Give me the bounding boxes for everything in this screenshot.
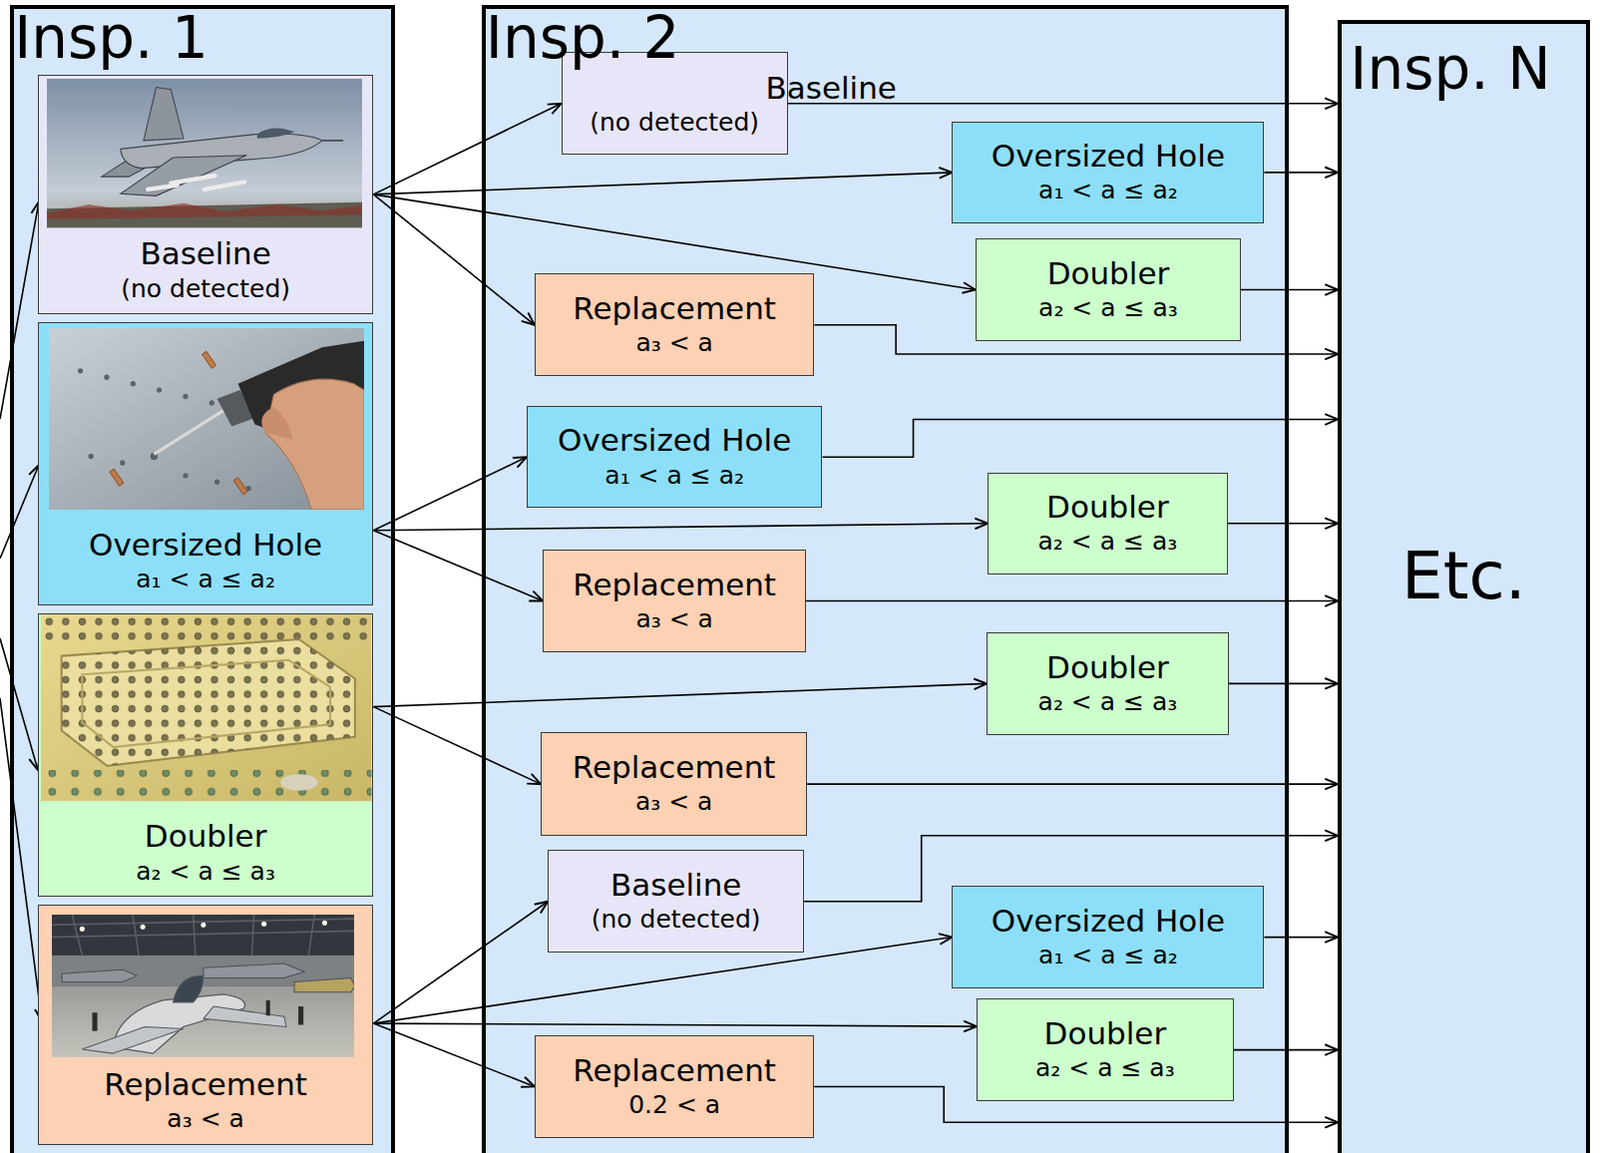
drilling-photo: [48, 328, 365, 510]
column-heading: Insp. N: [1349, 39, 1551, 98]
option-condition: a₂ < a ≤ a₃: [135, 855, 276, 889]
repair-option-box: Baseline(no detected): [561, 51, 789, 155]
repair-option-box: Doublera₂ < a ≤ a₃: [37, 613, 375, 897]
inspection-column: Baseline(no detected) Oversized Holea₁ <…: [9, 4, 396, 1153]
option-title: Doubler: [1046, 488, 1170, 526]
arrow-connector: [1263, 936, 1338, 939]
arrow-connector: [373, 707, 541, 786]
incoming-arrow: [0, 698, 42, 1022]
repair-option-box: Replacementa₃ < a: [534, 273, 814, 377]
option-condition: 0.2 < a: [628, 1089, 721, 1123]
option-condition: (no detected): [591, 903, 762, 937]
option-title: Replacement: [572, 1052, 777, 1090]
arrow-connector: [1228, 683, 1338, 686]
arrow-connector: [373, 1023, 977, 1027]
doubler-repair-photo: [40, 614, 372, 801]
arrow-connector: [821, 418, 1338, 457]
option-title: Doubler: [1047, 255, 1171, 293]
arrow-connector: [373, 530, 543, 602]
incoming-arrow: [0, 201, 39, 419]
inspection-column: Insp. N Etc.: [1337, 19, 1591, 1153]
column-fill: [481, 4, 1289, 1153]
option-title: Baseline: [766, 69, 897, 107]
arrow-connector: [373, 194, 535, 326]
column-heading: Insp. 2: [485, 8, 681, 67]
repair-option-box: Doublera₂ < a ≤ a₃: [986, 632, 1228, 735]
hangar-photo: [51, 914, 356, 1058]
option-condition: a₁ < a ≤ a₂: [604, 459, 745, 493]
repair-option-box: Replacementa₃ < a: [37, 904, 375, 1145]
option-title: Replacement: [103, 1066, 308, 1104]
repair-option-box: Oversized Holea₁ < a ≤ a₂: [526, 405, 823, 508]
option-condition: a₂ < a ≤ a₃: [1035, 1052, 1176, 1086]
option-condition: a₁ < a ≤ a₂: [1038, 939, 1179, 973]
repair-option-box: Oversized Holea₁ < a ≤ a₂: [951, 121, 1264, 224]
option-condition: (no detected): [120, 273, 291, 307]
arrow-connector: [373, 456, 526, 531]
column-fill: [1337, 19, 1591, 1153]
repair-option-box: Oversized Holea₁ < a ≤ a₂: [951, 885, 1264, 989]
arrow-connector: [373, 103, 561, 195]
column-heading: Insp. 1: [13, 8, 209, 67]
option-title: Baseline: [139, 235, 271, 273]
arrow-connector: [1240, 289, 1338, 292]
option-condition: (no detected): [589, 106, 760, 140]
fighter-jet-photo: [46, 78, 363, 228]
repair-option-box: Replacementa₃ < a: [540, 732, 807, 835]
repair-option-box: Replacement0.2 < a: [534, 1035, 814, 1138]
incoming-arrow: [0, 464, 39, 559]
option-title: Oversized Hole: [88, 526, 323, 564]
repair-option-box: Baseline(no detected): [37, 74, 375, 315]
option-condition: a₃ < a: [166, 1103, 245, 1137]
arrow-connector: [373, 523, 988, 531]
arrow-connector: [805, 600, 1338, 603]
repair-option-box: Baseline(no detected): [547, 849, 804, 953]
option-title: Oversized Hole: [991, 902, 1225, 940]
option-title: Doubler: [1046, 649, 1170, 687]
repair-option-box: Oversized Holea₁ < a ≤ a₂: [37, 322, 375, 605]
arrow-connector: [806, 783, 1338, 786]
option-title: Replacement: [572, 290, 777, 328]
option-condition: a₃ < a: [635, 327, 714, 361]
arrow-connector: [373, 172, 952, 195]
option-condition: a₁ < a ≤ a₂: [135, 563, 276, 597]
option-title: Baseline: [610, 866, 742, 904]
continuation-text: Etc.: [1401, 543, 1527, 610]
option-title: Doubler: [1044, 1015, 1168, 1053]
incoming-arrow: [0, 638, 38, 771]
option-title: Replacement: [572, 749, 777, 787]
option-condition: a₂ < a ≤ a₃: [1038, 292, 1179, 326]
arrow-connector: [373, 683, 987, 707]
option-condition: a₁ < a ≤ a₂: [1038, 174, 1179, 208]
inspection-column: Baseline(no detected)Oversized Holea₁ < …: [481, 4, 1289, 1153]
arrow-connector: [1227, 522, 1339, 525]
repair-option-box: Doublera₂ < a ≤ a₃: [975, 238, 1241, 341]
repair-option-box: Replacementa₃ < a: [542, 549, 806, 652]
option-condition: a₃ < a: [635, 603, 714, 637]
arrow-connector: [1263, 171, 1338, 174]
arrow-connector: [373, 901, 548, 1024]
repair-option-box: Doublera₂ < a ≤ a₃: [987, 472, 1227, 575]
column-fill: [9, 4, 396, 1153]
option-condition: a₂ < a ≤ a₃: [1038, 686, 1179, 720]
option-title: Oversized Hole: [557, 421, 792, 459]
repair-option-box: Doublera₂ < a ≤ a₃: [976, 998, 1234, 1101]
option-condition: a₂ < a ≤ a₃: [1038, 525, 1179, 559]
option-title: Doubler: [144, 817, 268, 855]
option-condition: a₃ < a: [635, 786, 714, 819]
arrow-connector: [373, 1023, 535, 1087]
option-title: Oversized Hole: [991, 137, 1225, 175]
option-title: Replacement: [572, 566, 777, 604]
